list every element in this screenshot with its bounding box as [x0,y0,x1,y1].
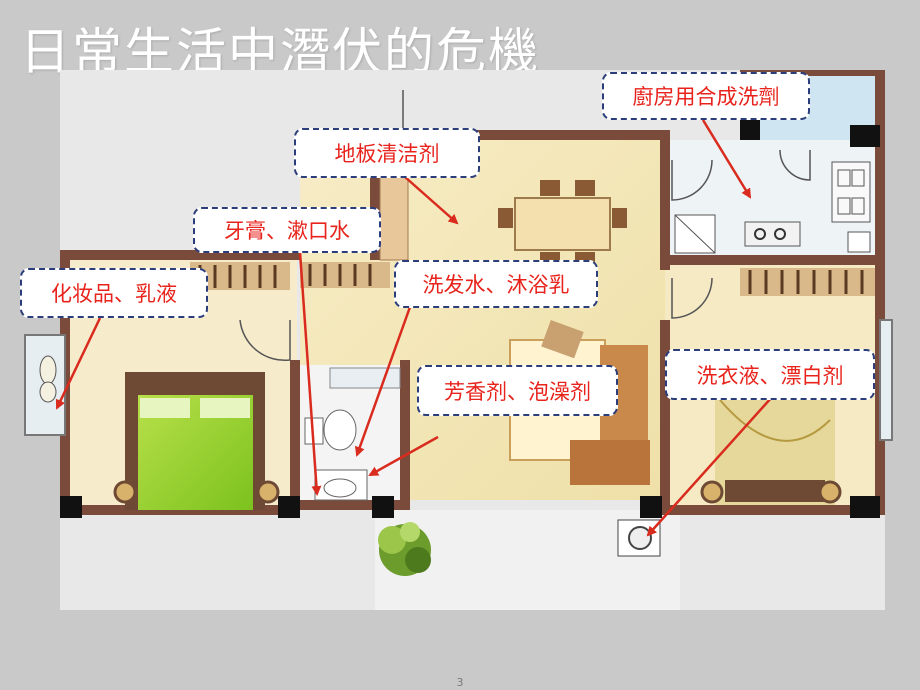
arrow-cosmetics [55,317,102,410]
arrow-air-freshener [368,435,439,477]
callout-toothpaste-mouthwash: 牙膏、漱口水 [193,207,381,253]
page-number: 3 [456,676,464,689]
arrow-shampoo [354,306,412,457]
callout-air-freshener-bath: 芳香剂、泡澡剂 [417,365,618,416]
arrow-floor [404,176,459,225]
plant [378,522,431,576]
callout-kitchen-detergent: 廚房用合成洗劑 [602,72,810,120]
washing-machine [617,519,661,557]
arrows [55,119,773,537]
arrow-kitchen [701,119,752,199]
wall-posts [60,120,880,518]
window-planter [39,355,57,403]
wardrobe-right [740,268,875,296]
callout-laundry-bleach: 洗衣液、漂白剂 [665,349,875,400]
callout-floor-cleaner: 地板清洁剂 [294,128,480,178]
callout-cosmetics-lotion: 化妆品、乳液 [20,268,208,318]
callout-shampoo-body-wash: 洗发水、沐浴乳 [394,260,598,308]
left-bed [113,372,280,510]
kitchen-fixtures [674,161,871,254]
arrow-toothpaste [298,251,322,496]
bathroom-fixtures [304,367,401,501]
shelf-living [300,262,390,288]
right-window [879,319,893,441]
right-bed [700,395,842,505]
arrow-laundry [646,396,773,537]
